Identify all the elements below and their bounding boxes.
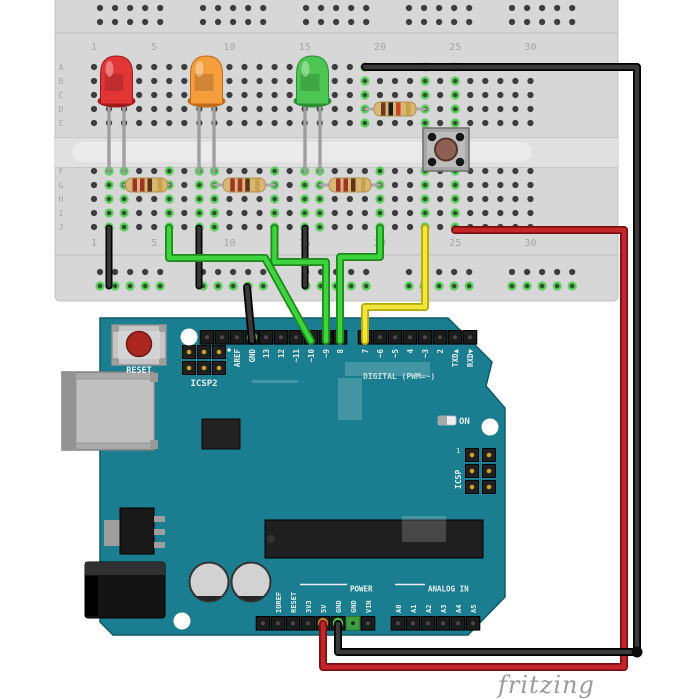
svg-text:10: 10: [223, 238, 235, 249]
green-led-resistor: [318, 177, 382, 193]
svg-text:ICSP2: ICSP2: [190, 379, 217, 389]
svg-text:A1: A1: [410, 605, 418, 613]
wire-led2-to-pin9: [270, 224, 330, 345]
svg-text:1: 1: [456, 447, 460, 455]
svg-text:A: A: [59, 63, 64, 72]
reset-button: RESET: [111, 324, 167, 376]
orange-led-resistor: [212, 177, 276, 193]
svg-text:1: 1: [91, 42, 97, 53]
wire-button-to-pin7: [361, 224, 429, 345]
svg-text:~9: ~9: [322, 349, 331, 359]
mounting-hole: [173, 612, 191, 630]
svg-text:J: J: [59, 223, 64, 232]
digital-header: AREF GND 13 12 ~11 ~10 ~9 8 7 ~6 ~5 4 ~3 2 TXD▲ RXD▼ DIG…: [199, 330, 478, 381]
icsp2-header: ICSP2: [182, 345, 226, 389]
svg-text:~11: ~11: [292, 349, 301, 363]
mounting-hole: [180, 328, 198, 346]
svg-text:ICSP: ICSP: [454, 470, 463, 489]
svg-text:~6: ~6: [376, 349, 385, 359]
svg-text:GND: GND: [335, 600, 343, 613]
svg-text:7: 7: [361, 349, 370, 354]
svg-text:E: E: [59, 119, 64, 128]
svg-text:A2: A2: [425, 605, 433, 613]
breadboard-components: [97, 55, 470, 290]
svg-text:G: G: [59, 181, 64, 190]
svg-text:13: 13: [262, 349, 271, 359]
capacitor: [188, 561, 230, 603]
svg-text:GND: GND: [350, 600, 358, 613]
svg-text:H: H: [59, 195, 64, 204]
svg-text:1: 1: [91, 238, 97, 249]
green-led: [293, 55, 332, 174]
voltage-regulator: [104, 507, 165, 555]
svg-text:GND: GND: [248, 349, 257, 363]
svg-text:RESET: RESET: [126, 366, 152, 376]
svg-text:30: 30: [524, 42, 536, 53]
svg-text:POWER: POWER: [350, 585, 373, 594]
svg-text:A0: A0: [395, 605, 403, 613]
svg-text:AREF: AREF: [233, 349, 242, 368]
svg-text:25: 25: [449, 238, 461, 249]
svg-text:12: 12: [277, 349, 286, 358]
svg-text:~10: ~10: [307, 349, 316, 363]
svg-text:~3: ~3: [421, 349, 430, 359]
wires: [165, 63, 643, 671]
svg-text:DIGITAL (PWM=~): DIGITAL (PWM=~): [363, 372, 435, 381]
atmega-chip: [264, 519, 484, 559]
svg-text:25: 25: [449, 42, 461, 53]
svg-text:3V3: 3V3: [305, 600, 313, 613]
svg-text:15: 15: [299, 42, 311, 53]
svg-text:RXD▼: RXD▼: [466, 349, 475, 368]
svg-text:4: 4: [406, 349, 415, 354]
analog-header: ANALOG IN A0 A1 A2 A3 A4 A5: [390, 583, 481, 631]
svg-text:5: 5: [151, 238, 157, 249]
gnd-pin-highlight: [345, 616, 361, 631]
wire-rail-to-gnd: [243, 283, 256, 345]
wire-junction: [631, 646, 643, 658]
button-pulldown-resistor: [363, 101, 427, 117]
fritzing-watermark: fritzing: [498, 671, 595, 699]
svg-text:B: B: [59, 77, 64, 86]
mounting-hole: [481, 418, 499, 436]
wire-5v-supply: [319, 226, 628, 671]
svg-text:5V: 5V: [320, 604, 328, 613]
svg-text:~5: ~5: [391, 349, 400, 358]
icsp-header: ICSP 1: [454, 447, 496, 494]
svg-text:ON: ON: [459, 417, 470, 427]
svg-text:A4: A4: [455, 605, 463, 613]
red-led-resistor: [122, 177, 171, 193]
svg-text:8: 8: [336, 349, 345, 354]
svg-text:F: F: [59, 167, 64, 176]
usb-connector: [61, 371, 158, 451]
wire-led3-to-pin8: [336, 224, 384, 345]
red-led: [97, 55, 136, 174]
pushbutton: [422, 127, 470, 172]
svg-text:D: D: [59, 105, 64, 114]
orange-led: [187, 55, 226, 174]
svg-text:ANALOG IN: ANALOG IN: [428, 585, 469, 594]
svg-text:10: 10: [223, 42, 235, 53]
svg-text:TXD▲: TXD▲: [451, 349, 460, 368]
svg-text:30: 30: [524, 238, 536, 249]
svg-text:RESET: RESET: [290, 592, 298, 613]
svg-text:C: C: [59, 91, 64, 100]
on-led: ON: [437, 415, 470, 427]
svg-text:A3: A3: [440, 605, 448, 613]
svg-text:5: 5: [151, 42, 157, 53]
capacitor: [230, 561, 272, 603]
usb-interface-chip: [201, 418, 241, 450]
svg-text:20: 20: [374, 42, 386, 53]
svg-text:A5: A5: [470, 605, 478, 613]
svg-text:I: I: [59, 209, 64, 218]
svg-text:VIN: VIN: [365, 600, 373, 613]
svg-text:2: 2: [436, 349, 445, 354]
dc-power-jack: [84, 561, 166, 619]
wire-led1-to-pin10: [165, 224, 315, 345]
svg-text:IOREF: IOREF: [275, 592, 283, 613]
